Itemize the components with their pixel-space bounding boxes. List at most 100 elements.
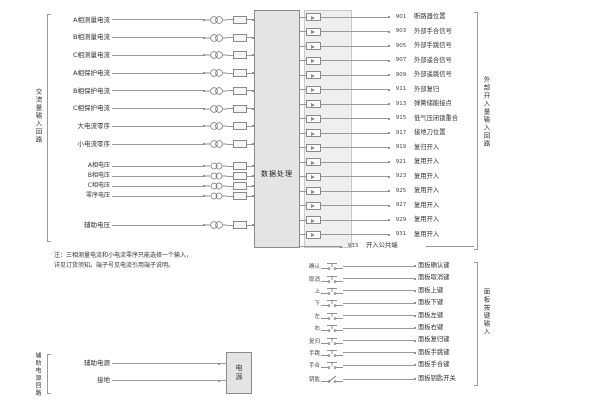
optocoupler-icon xyxy=(306,230,321,239)
ac-current-row: B相测量电流 xyxy=(54,29,254,47)
optocoupler-icon xyxy=(306,13,321,22)
aux-power-label: 辅助电源 xyxy=(84,359,110,368)
filter-box xyxy=(233,221,247,229)
terminal-number: 915 xyxy=(395,115,407,121)
key-short-name: 钥匙 xyxy=(308,377,320,383)
aux-voltage-row: 辅助电压 xyxy=(54,218,254,232)
optocoupler-icon xyxy=(306,27,321,36)
ac-input-label: C相保护电流 xyxy=(72,104,110,113)
panel-key-label: 面板手合键 xyxy=(418,361,450,369)
optocoupler-icon xyxy=(306,85,321,94)
push-button-icon xyxy=(321,337,343,345)
optocoupler-icon xyxy=(306,158,321,167)
ac-voltage-row: A相电压 xyxy=(54,161,254,171)
switch-input-label: 外部复归 xyxy=(414,85,440,93)
terminal-number: 925 xyxy=(395,187,407,194)
key-switch-row: 钥匙 面板钥匙开关 xyxy=(300,373,474,385)
optocoupler-icon xyxy=(306,114,321,123)
panel-key-row: 上 面板上键 xyxy=(300,285,474,297)
ac-input-label: 小电流零序 xyxy=(77,139,111,148)
terminal-number: 917 xyxy=(395,129,407,136)
filter-box xyxy=(233,86,247,95)
ac-voltage-row: C相电压 xyxy=(54,181,254,191)
optocoupler-icon xyxy=(306,56,321,65)
push-button-icon xyxy=(321,288,343,295)
power-supply-block: 电源 xyxy=(226,352,252,394)
panel-key-label: 面板左键 xyxy=(418,311,444,319)
optocoupler-icon xyxy=(306,172,321,181)
voltage-transformer-icon xyxy=(205,192,227,200)
ac-input-label: A相测量电流 xyxy=(73,15,110,24)
aux-power-bracket-label: 辅助电源回路 xyxy=(34,352,41,397)
ac-current-rows: A相测量电流 B相测量电流 C相 xyxy=(54,11,254,153)
push-button-icon xyxy=(321,362,343,370)
ac-input-label: B相电压 xyxy=(87,172,110,179)
ac-input-bracket xyxy=(47,14,51,242)
push-button-icon xyxy=(321,263,343,270)
terminal-number: 909 xyxy=(395,71,407,78)
filter-box xyxy=(233,162,247,170)
current-transformer-icon xyxy=(205,51,227,60)
key-switch-icon xyxy=(321,375,343,383)
terminal-number: 901 xyxy=(395,13,407,20)
switch-common-label: 开入公共端 xyxy=(366,242,398,250)
optocoupler-icon xyxy=(306,129,321,138)
current-transformer-icon xyxy=(205,69,227,77)
switch-input-label: 复用开入 xyxy=(414,172,440,180)
optocoupler-icon xyxy=(306,100,321,109)
panel-key-label: 面板取消键 xyxy=(418,274,450,282)
switch-input-row: 925 复用开入 xyxy=(300,184,474,199)
current-transformer-icon xyxy=(205,16,227,24)
terminal-number: 903 xyxy=(395,28,407,34)
panel-key-row: 确认 面板确认键 xyxy=(300,260,474,272)
filter-box xyxy=(233,192,247,200)
switch-input-label: 复用开入 xyxy=(414,230,440,238)
panel-key-label: 面板确认键 xyxy=(418,262,450,270)
aux-power-row: 辅助电源 xyxy=(54,355,226,372)
switch-input-label: 低气压闭锁重合 xyxy=(414,114,459,122)
panel-keys-bracket-label: 面板按键输入 xyxy=(482,288,490,336)
voltage-transformer-icon xyxy=(205,221,227,229)
switch-input-row: 929 复用开入 xyxy=(300,213,474,228)
switch-input-label: 弹簧储能接点 xyxy=(414,100,452,108)
switch-input-row: 907 外部遥合信号 xyxy=(300,54,474,69)
ac-current-row: C相测量电流 xyxy=(54,47,254,65)
power-supply-label: 电源 xyxy=(235,364,243,382)
panel-key-row: 手跳 面板手跳键 xyxy=(300,347,474,359)
switch-input-row: 905 外部手跳信号 xyxy=(300,39,474,54)
push-button-icon xyxy=(321,325,343,332)
switch-input-label: 外部手合信号 xyxy=(414,27,452,35)
switch-input-label: 外部遥合信号 xyxy=(414,56,452,64)
panel-key-row: 右 面板右键 xyxy=(300,322,474,334)
filter-box xyxy=(233,15,247,24)
switch-common-row: 933 开入公共端 xyxy=(300,240,474,253)
filter-box xyxy=(233,69,247,78)
optocoupler-icon xyxy=(306,42,321,51)
push-button-icon xyxy=(321,275,343,283)
switch-input-bracket xyxy=(474,12,478,250)
switch-input-label: 接地刀位置 xyxy=(414,129,446,137)
ac-current-row: 小电流零序 xyxy=(54,135,254,153)
aux-power-rows: 辅助电源 接地 xyxy=(54,355,226,389)
ac-current-row: 大电流零序 xyxy=(54,118,254,136)
key-short-name: 确认 xyxy=(308,264,320,271)
ac-input-label: 辅助电压 xyxy=(84,220,110,229)
key-short-name: 上 xyxy=(314,288,320,295)
ac-voltage-row: 零序电压 xyxy=(54,191,254,201)
aux-power-label: 接地 xyxy=(97,376,110,385)
switch-input-row: 921 复用开入 xyxy=(300,155,474,170)
terminal-number: 927 xyxy=(395,202,407,208)
key-short-name: 右 xyxy=(314,326,320,333)
terminal-number: 933 xyxy=(347,242,359,249)
optocoupler-icon xyxy=(306,143,321,152)
switch-input-row: 909 外部遥跳信号 xyxy=(300,68,474,83)
filter-box xyxy=(233,140,247,149)
aux-power-row: 接地 xyxy=(54,372,226,389)
ac-input-label: A相保护电流 xyxy=(73,68,110,77)
panel-keys-bracket xyxy=(474,262,478,386)
switch-input-bracket-label: 外部开入量输入回路 xyxy=(482,76,490,148)
filter-box xyxy=(233,172,247,180)
ac-voltage-rows: A相电压 B相电压 C相电压 xyxy=(54,161,254,201)
ac-current-row: B相保护电流 xyxy=(54,82,254,100)
